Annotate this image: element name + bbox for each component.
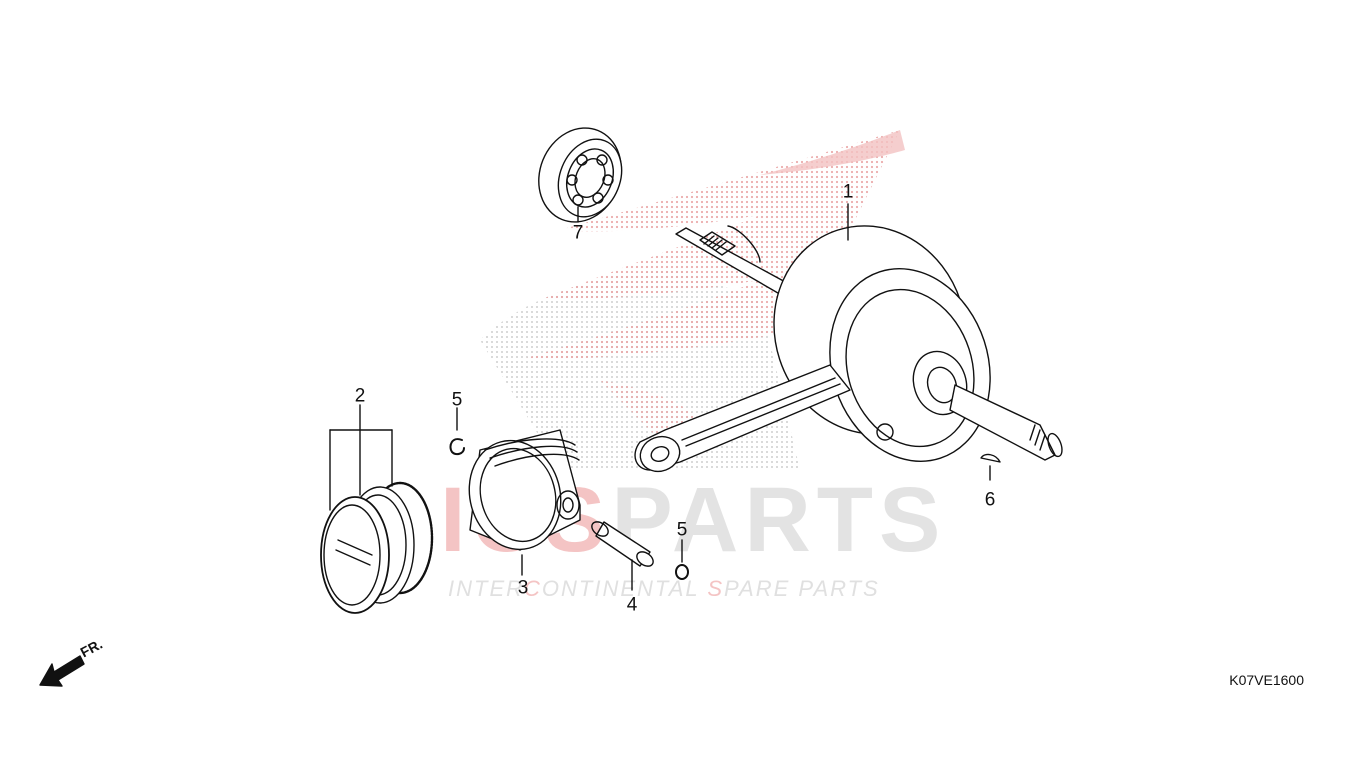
piston-rings-illustration [320, 404, 434, 614]
clip-illustration [449, 407, 465, 456]
callout-piston-pin[interactable]: 4 [626, 594, 638, 616]
key-illustration [980, 453, 1001, 481]
callout-bearing[interactable]: 7 [572, 222, 584, 244]
piston-illustration [468, 429, 581, 576]
tagline-part: INTER [448, 576, 524, 601]
watermark-tagline: INTERCONTINENTAL SPARE PARTS [448, 576, 880, 602]
callout-clip[interactable]: 5 [676, 519, 688, 541]
clip-illustration [675, 539, 689, 580]
front-direction-arrow-icon [39, 655, 85, 687]
tagline-part: PARE PARTS [724, 576, 880, 601]
watermark-logo-rest: PARTS [611, 469, 947, 571]
callout-key[interactable]: 6 [984, 489, 996, 511]
callout-piston[interactable]: 3 [517, 577, 529, 599]
callout-crankshaft[interactable]: 1 [842, 181, 854, 203]
tagline-part: C [524, 576, 542, 601]
bearing-illustration [538, 127, 623, 223]
callout-piston-rings[interactable]: 2 [354, 385, 366, 407]
piston-pin-illustration [591, 521, 654, 591]
tagline-part: S [707, 576, 725, 601]
tagline-part: ONTINENTAL [541, 576, 708, 601]
diagram-code: K07VE1600 [1229, 672, 1304, 688]
crankshaft-illustration [634, 203, 1063, 473]
callout-clip[interactable]: 5 [451, 389, 463, 411]
